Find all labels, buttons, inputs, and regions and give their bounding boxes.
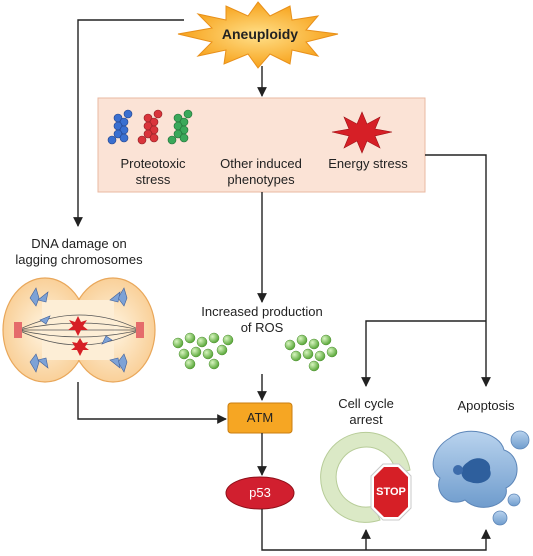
energy-stress-label: Energy stress (328, 156, 408, 171)
cell-cycle-arrest-icon (320, 431, 411, 523)
stop-sign-icon (370, 463, 412, 521)
atm-label: ATM (246, 410, 274, 425)
ros-line1: Increased production (201, 304, 323, 319)
energy-stress-icon (331, 111, 393, 154)
dna-damage-line2: lagging chromosomes (15, 252, 143, 267)
aneuploidy-burst-icon (177, 1, 339, 69)
p53-label: p53 (249, 485, 271, 500)
stop-sign-label: STOP (376, 486, 406, 498)
ros-label: Increased production of ROS (180, 304, 344, 336)
aneuploidy-label: Aneuploidy (221, 26, 299, 42)
dna-damage-line1: DNA damage on (31, 236, 127, 251)
ros-molecules-icon (172, 332, 338, 372)
pathway-arrows (73, 19, 491, 551)
proteotoxic-stress-line2: stress (135, 172, 171, 187)
other-phenotypes-line2: phenotypes (227, 172, 295, 187)
proteotoxic-stress-label: Proteotoxic stress (108, 156, 198, 188)
other-phenotypes-label: Other induced phenotypes (205, 156, 317, 188)
p53-ellipse (225, 476, 295, 510)
stress-box (97, 97, 426, 193)
cell-cycle-arrest-label: Cell cycle arrest (318, 396, 414, 428)
atm-box (227, 402, 293, 434)
other-phenotypes-line1: Other induced (220, 156, 302, 171)
cell-cycle-arrest-line2: arrest (349, 412, 383, 427)
proteotoxic-aggregates-icon (107, 109, 193, 145)
apoptosis-label: Apoptosis (457, 398, 515, 413)
cell-cycle-arrest-line1: Cell cycle (338, 396, 394, 411)
apoptotic-cell-icon (432, 430, 530, 526)
ros-line2: of ROS (240, 320, 284, 335)
dividing-cell-icon (2, 277, 156, 383)
proteotoxic-stress-line1: Proteotoxic (120, 156, 186, 171)
dna-damage-label: DNA damage on lagging chromosomes (4, 236, 154, 268)
